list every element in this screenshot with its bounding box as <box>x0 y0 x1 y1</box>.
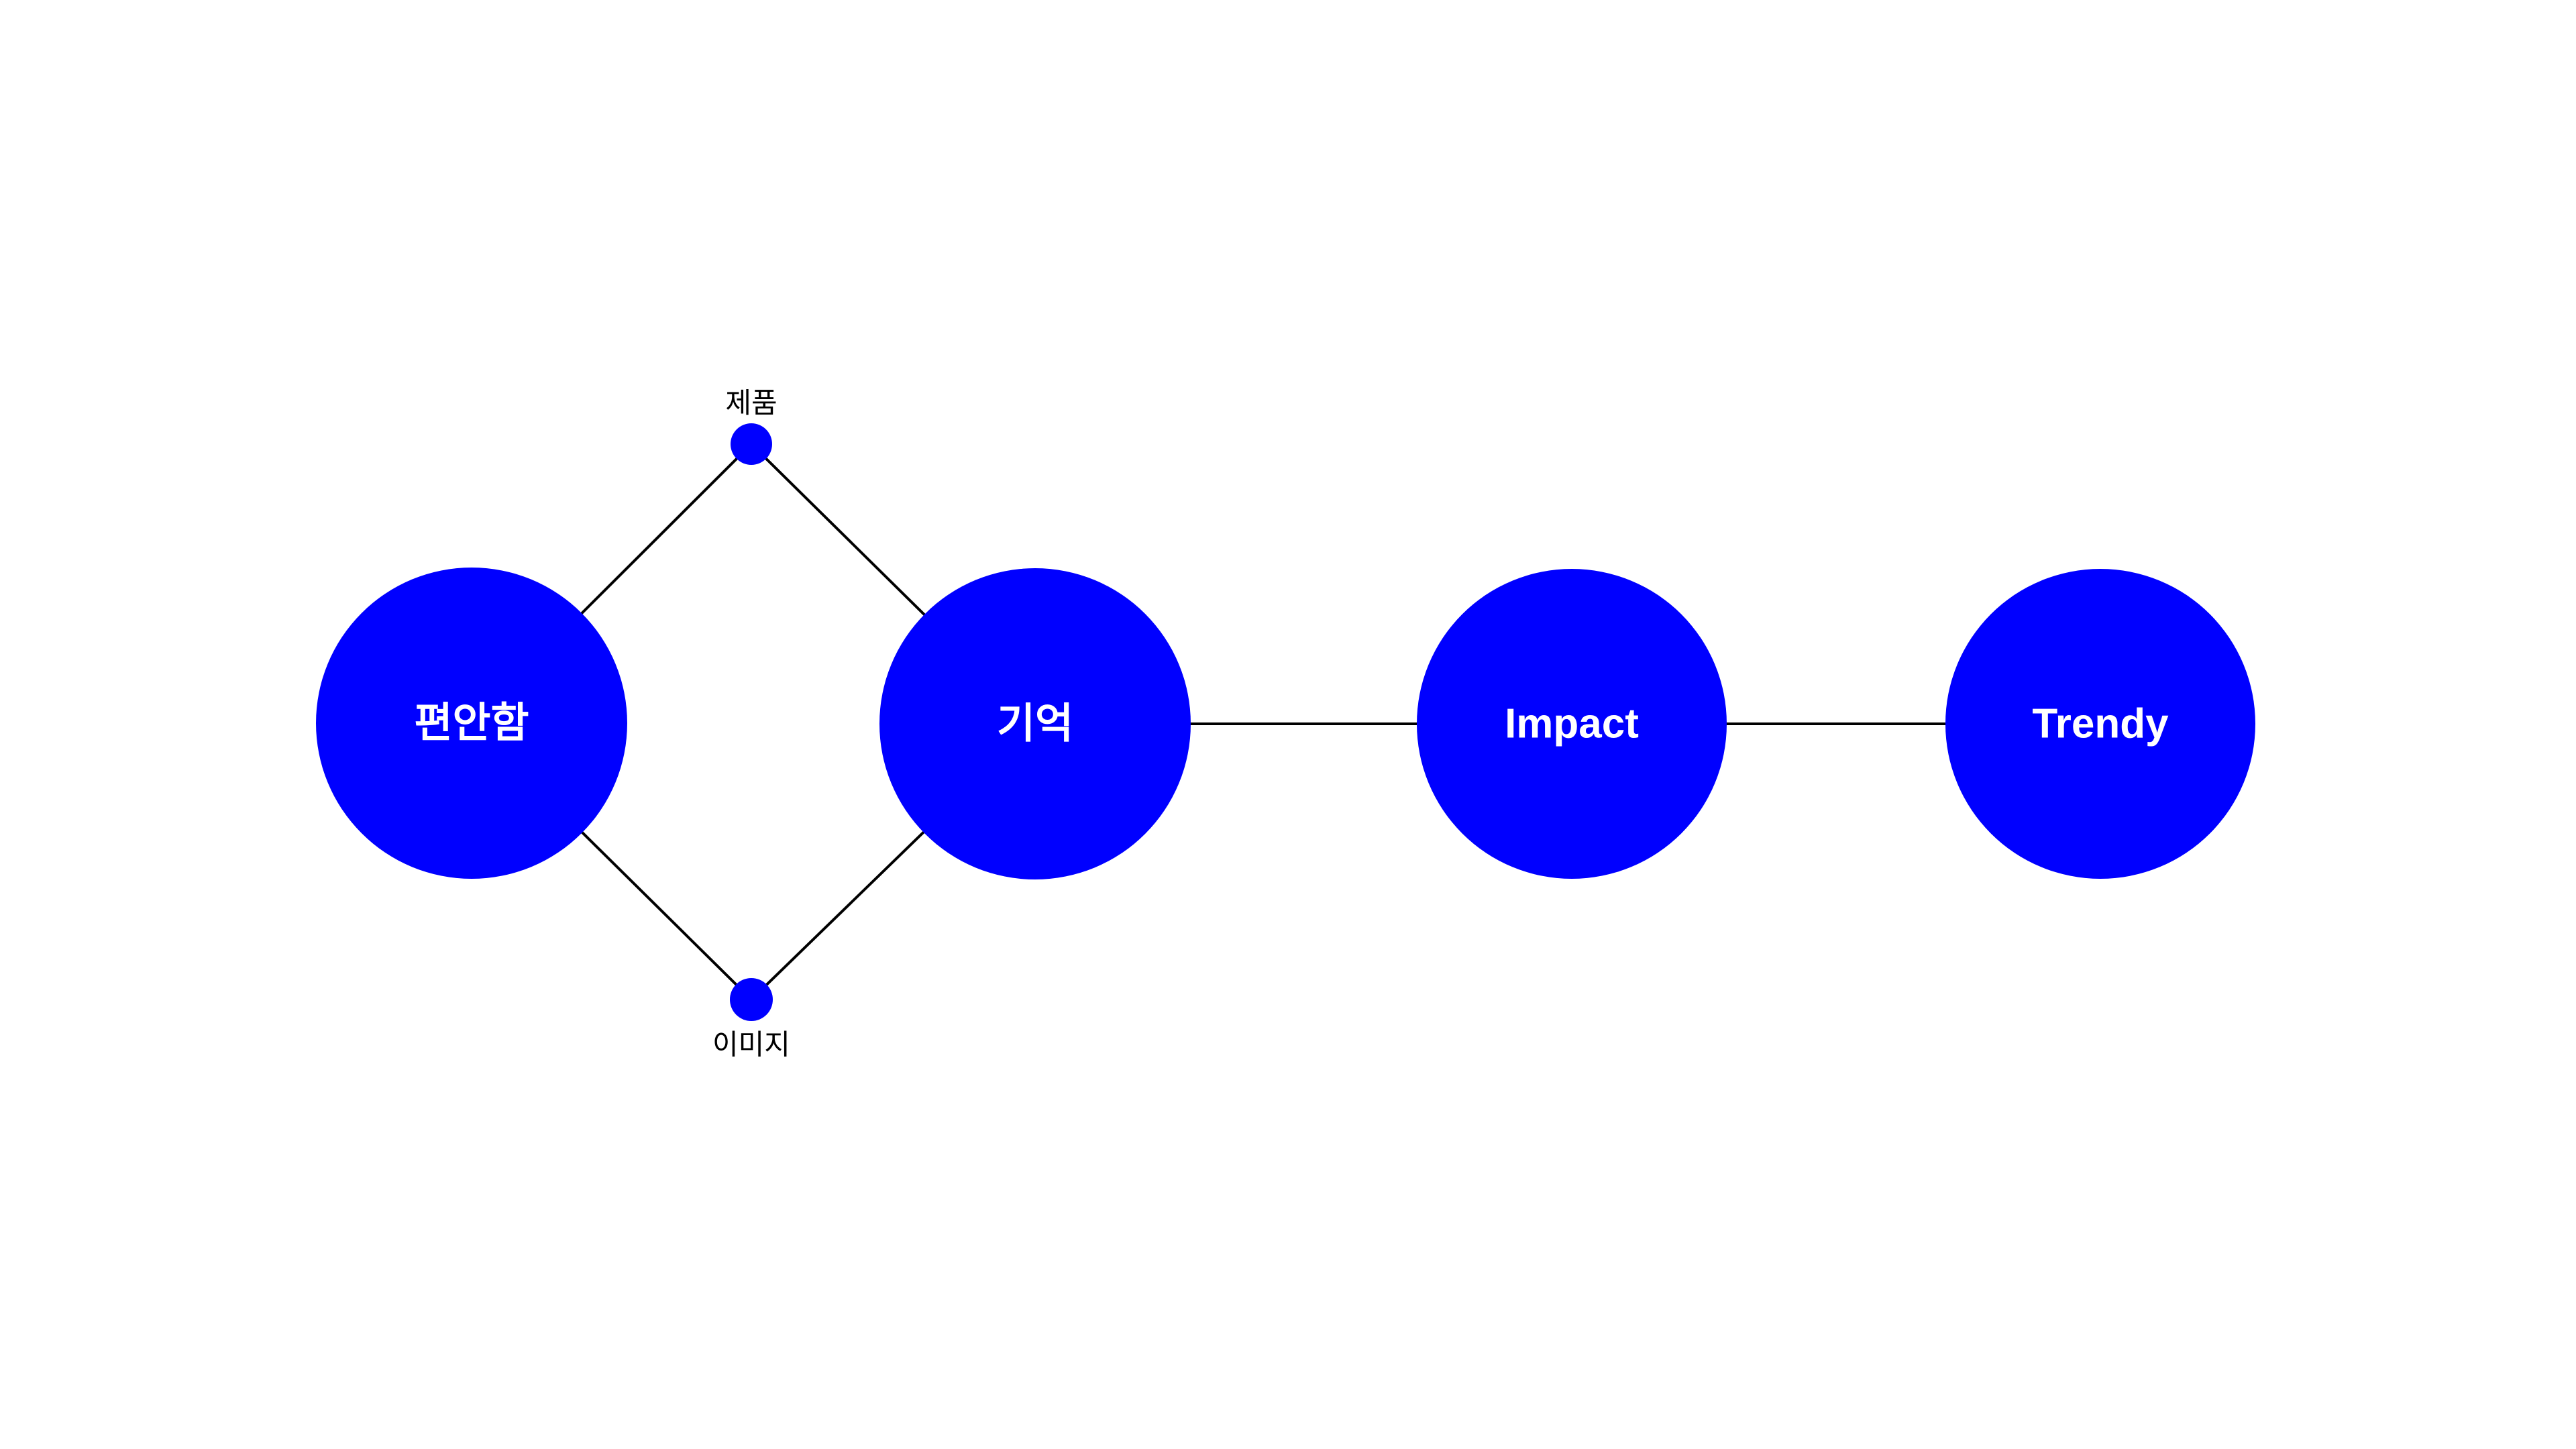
node-memory[interactable] <box>879 568 1191 879</box>
node-impact[interactable] <box>1417 569 1727 879</box>
edge-comfort-product <box>580 457 739 615</box>
node-image[interactable] <box>730 978 773 1021</box>
node-label-trendy: Trendy <box>2032 701 2169 747</box>
node-comfort[interactable] <box>316 568 627 879</box>
node-label-impact: Impact <box>1505 701 1639 747</box>
node-label-image: 이미지 <box>712 1029 790 1061</box>
edge-image-memory <box>765 830 925 986</box>
node-label-comfort: 편안함 <box>414 700 529 747</box>
node-label-product: 제품 <box>725 387 777 419</box>
edge-product-memory <box>764 457 926 616</box>
node-product[interactable] <box>731 423 772 465</box>
edges-layer <box>580 457 1946 986</box>
nodes-layer <box>316 423 2255 1021</box>
edge-comfort-image <box>580 830 738 986</box>
node-label-memory: 기억 <box>997 701 1073 747</box>
node-trendy[interactable] <box>1945 569 2255 879</box>
